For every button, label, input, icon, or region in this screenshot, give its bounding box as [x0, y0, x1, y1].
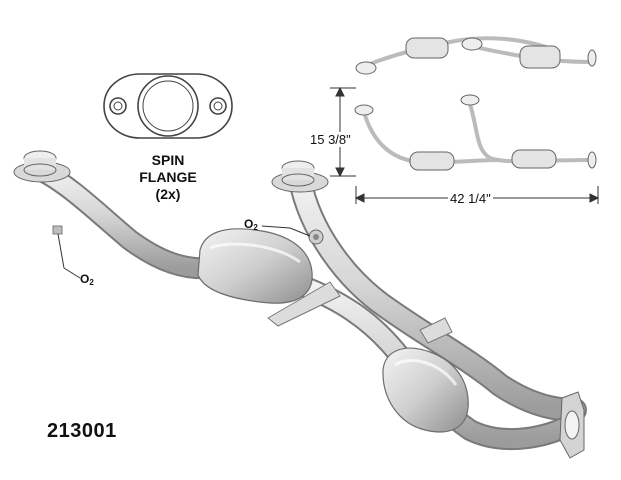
catalytic-converter-lower [382, 347, 469, 433]
spin-flange-right [271, 160, 329, 193]
o2-sensor-label-left: O2 [80, 272, 94, 287]
main-exhaust-assembly [13, 150, 587, 459]
length-dimension-value: 42 1/4" [448, 191, 493, 206]
catalytic-converter-left [197, 228, 313, 304]
spin-flange-label: SPIN FLANGE (2x) [118, 152, 218, 203]
flange-label-line1: SPIN [151, 152, 185, 168]
o2-leader-right [261, 225, 311, 237]
o2-left-sub: 2 [89, 278, 94, 287]
o2-right-base: O [244, 217, 254, 231]
o2-left-base: O [80, 272, 90, 286]
flange-label-line2: FLANGE [139, 169, 197, 185]
spin-flange-detail [103, 73, 233, 139]
o2-right-sub: 2 [253, 223, 258, 232]
part-number: 213001 [47, 420, 117, 442]
o2-sensor-label-right: O2 [244, 217, 258, 232]
reference-view-side [354, 94, 597, 171]
mounting-bracket [267, 281, 341, 327]
outlet-flange [559, 391, 585, 459]
reference-view-top [355, 36, 597, 75]
height-dimension-value: 15 3/8" [308, 132, 353, 147]
o2-sensor-port-left [52, 225, 63, 235]
o2-leader-left [57, 233, 81, 279]
spin-flange-left [13, 150, 71, 183]
flange-label-line3: (2x) [155, 186, 181, 202]
